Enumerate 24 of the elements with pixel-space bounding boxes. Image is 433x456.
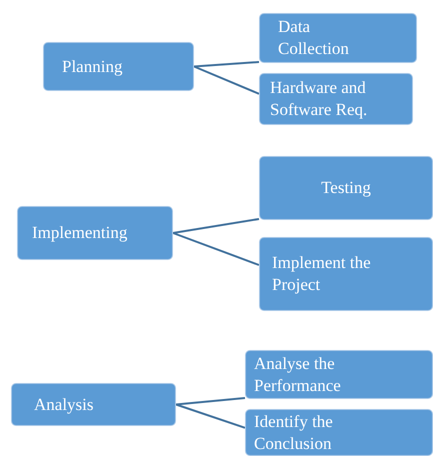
process-box	[17, 206, 173, 260]
process-box	[259, 73, 413, 125]
connector-line	[176, 397, 246, 406]
process-box	[43, 42, 194, 91]
connector-line	[194, 61, 260, 68]
connector-line	[176, 404, 246, 429]
box-label: Testing	[321, 177, 371, 199]
connector-line	[172, 232, 260, 266]
process-box	[245, 409, 433, 456]
process-box	[11, 383, 176, 426]
box-label: Analysis	[34, 394, 94, 416]
box-label: Implementing	[32, 222, 128, 244]
box-label: Identify the Conclusion	[254, 410, 334, 454]
box-label: Planning	[62, 56, 122, 78]
box-label: Implement the Project	[272, 252, 372, 296]
process-box	[245, 350, 433, 399]
process-box	[259, 156, 433, 220]
process-box	[259, 13, 417, 63]
box-label: Hardware and Software Req.	[270, 77, 368, 121]
box-label: Data Collection	[278, 16, 350, 60]
connector-line	[172, 218, 260, 234]
connector-line	[194, 66, 260, 95]
process-box	[259, 237, 433, 311]
box-label: Analyse the Performance	[254, 352, 342, 396]
